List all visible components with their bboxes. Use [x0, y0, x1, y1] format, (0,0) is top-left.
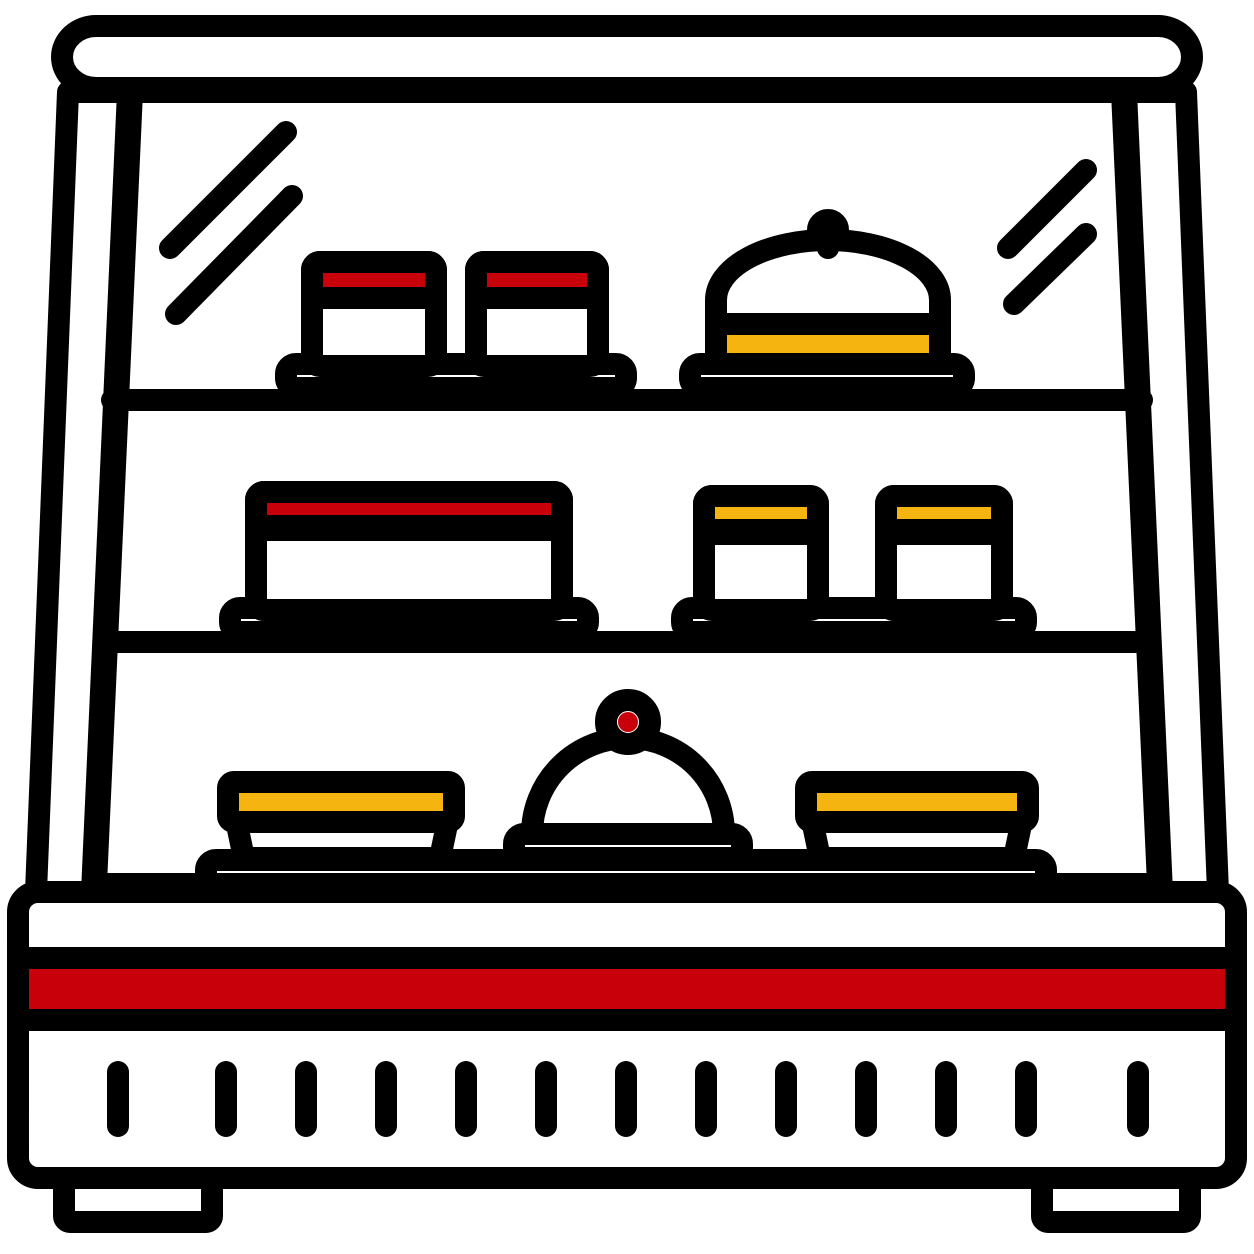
- base-vents: [107, 1061, 1149, 1137]
- case-top-canopy: [51, 15, 1203, 99]
- cake-slice-yellow-1: [693, 485, 829, 621]
- cake-long-red: [219, 481, 599, 643]
- glass-reflection-left: [159, 121, 303, 325]
- cake-slice-yellow-2: [875, 485, 1013, 621]
- cake-slice-red-1: [301, 251, 447, 377]
- cake-slice-red-2: [465, 251, 609, 377]
- cake-pan-yellow-right: [795, 771, 1039, 869]
- case-foot-left: [53, 1167, 223, 1233]
- glass-reflection-right: [997, 159, 1097, 315]
- base-red-stripe: [7, 947, 1247, 1031]
- cake-dome-top: [679, 209, 975, 399]
- cake-dome-bottom: [503, 689, 753, 869]
- cake-pan-yellow-left: [217, 771, 465, 869]
- case-foot-right: [1031, 1167, 1201, 1233]
